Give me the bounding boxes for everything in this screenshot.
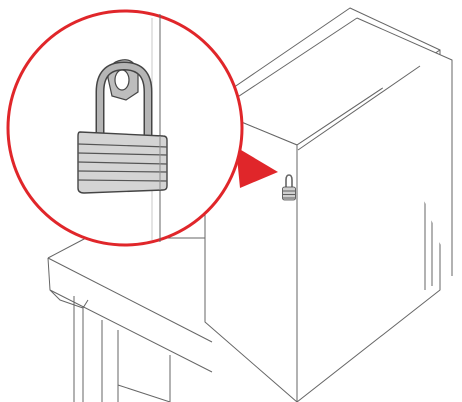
callout-magnifier <box>6 9 244 247</box>
callout-pointer <box>236 147 278 188</box>
padlock-icon <box>77 59 168 194</box>
small-padlock-icon <box>282 174 296 201</box>
desk <box>47 237 213 402</box>
computer-case <box>204 7 453 402</box>
